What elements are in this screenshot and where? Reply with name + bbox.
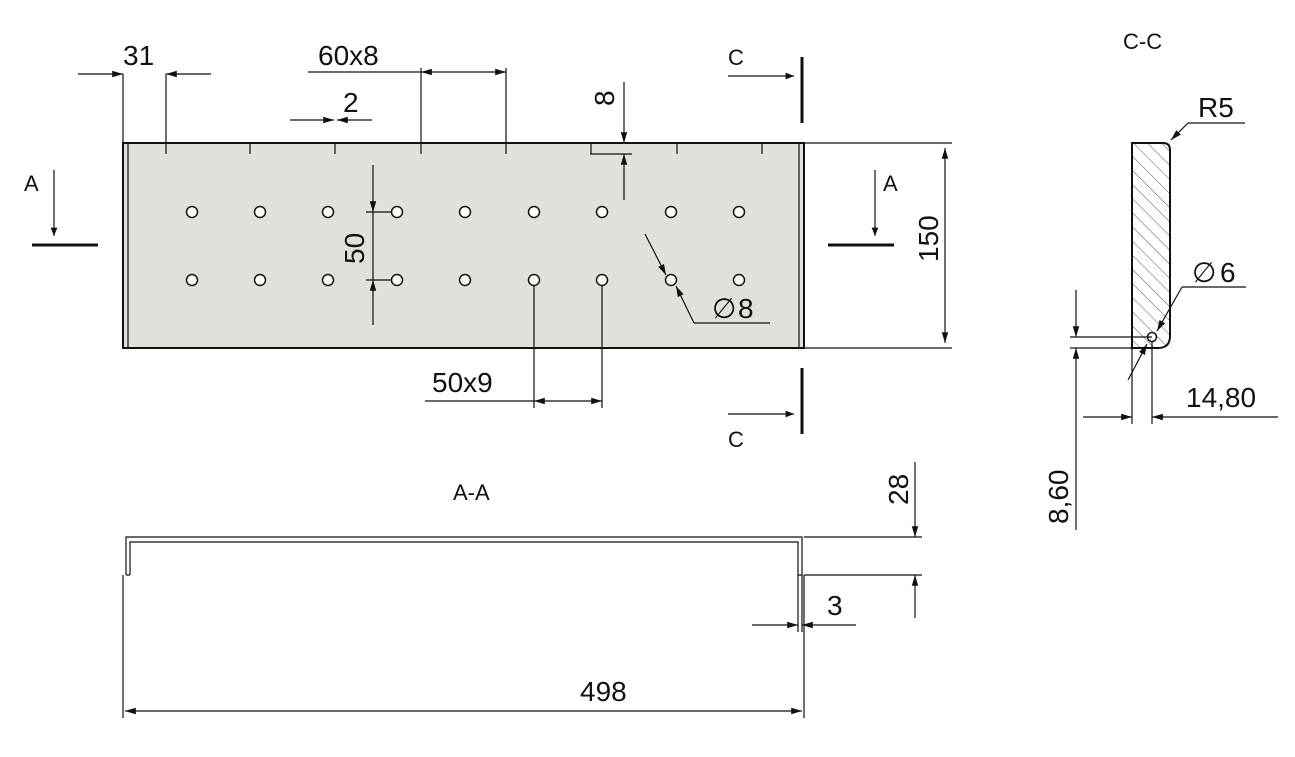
dim-hole-pitch: 50x9 bbox=[425, 285, 603, 408]
dim-hole-offset-x: 14,80 bbox=[1083, 342, 1278, 424]
hole-pattern bbox=[185, 205, 746, 287]
dim-plate-height-text: 150 bbox=[913, 215, 944, 262]
section-a-right-label: A bbox=[883, 171, 898, 196]
dim-small-hole-diameter-text: 6 bbox=[1220, 257, 1236, 288]
dim-plate-height: 150 bbox=[804, 142, 952, 349]
section-aa-view: A-A 28 3 498 bbox=[122, 462, 922, 718]
dim-hole-diameter: ∅ 8 bbox=[644, 233, 770, 324]
section-aa-title: A-A bbox=[453, 480, 490, 505]
slots bbox=[165, 143, 763, 154]
plate-outline bbox=[122, 142, 805, 349]
dim-slot-depth: 8 bbox=[589, 82, 632, 200]
section-mark-c-top: C bbox=[728, 45, 804, 123]
section-cc-view: C-C R5 ∅ 6 14,80 bbox=[1043, 29, 1278, 530]
section-mark-a-left: A bbox=[24, 170, 98, 247]
dim-slot-depth-text: 8 bbox=[589, 90, 620, 106]
section-c-top-label: C bbox=[728, 45, 744, 70]
section-mark-c-bottom: C bbox=[728, 368, 804, 452]
dim-thickness-text: 3 bbox=[827, 590, 843, 621]
section-cc-profile bbox=[1131, 142, 1171, 349]
section-c-bottom-label: C bbox=[728, 427, 744, 452]
dim-thickness: 3 bbox=[752, 575, 856, 632]
dim-overall-length-text: 498 bbox=[580, 676, 627, 707]
dim-slot-offset-text: 31 bbox=[123, 40, 154, 71]
dim-radius-text: R5 bbox=[1198, 92, 1234, 123]
dim-hole-pitch-text: 50x9 bbox=[432, 367, 493, 398]
dim-row-spacing: 50 bbox=[339, 165, 392, 325]
section-mark-a-right: A bbox=[828, 170, 898, 247]
section-aa-profile bbox=[125, 536, 803, 576]
dim-hole-offset-x-text: 14,80 bbox=[1186, 382, 1256, 413]
dim-bend-height: 28 bbox=[804, 462, 922, 618]
dim-hole-offset-y: 8,60 bbox=[1043, 290, 1152, 530]
dim-slot-pitch: 60x8 bbox=[308, 40, 507, 143]
dim-bend-height-text: 28 bbox=[883, 474, 914, 505]
front-view: 31 60x8 2 8 50 bbox=[24, 40, 952, 452]
dim-slot-width: 2 bbox=[290, 87, 372, 124]
dim-overall-length: 498 bbox=[122, 575, 805, 718]
section-a-left-label: A bbox=[24, 171, 39, 196]
dim-small-hole-diameter-symbol: ∅ bbox=[1192, 257, 1216, 288]
section-cc-title: C-C bbox=[1123, 29, 1162, 54]
dim-slot-offset: 31 bbox=[78, 40, 211, 143]
dim-slot-pitch-text: 60x8 bbox=[318, 40, 379, 71]
dim-small-hole-diameter: ∅ 6 bbox=[1127, 257, 1246, 381]
dim-hole-offset-y-text: 8,60 bbox=[1043, 470, 1074, 525]
dim-hole-diameter-text: 8 bbox=[738, 293, 754, 324]
dim-hole-diameter-symbol: ∅ bbox=[712, 293, 736, 324]
dim-radius: R5 bbox=[1170, 92, 1245, 141]
dim-row-spacing-text: 50 bbox=[339, 233, 370, 264]
dim-slot-width-text: 2 bbox=[343, 87, 359, 118]
